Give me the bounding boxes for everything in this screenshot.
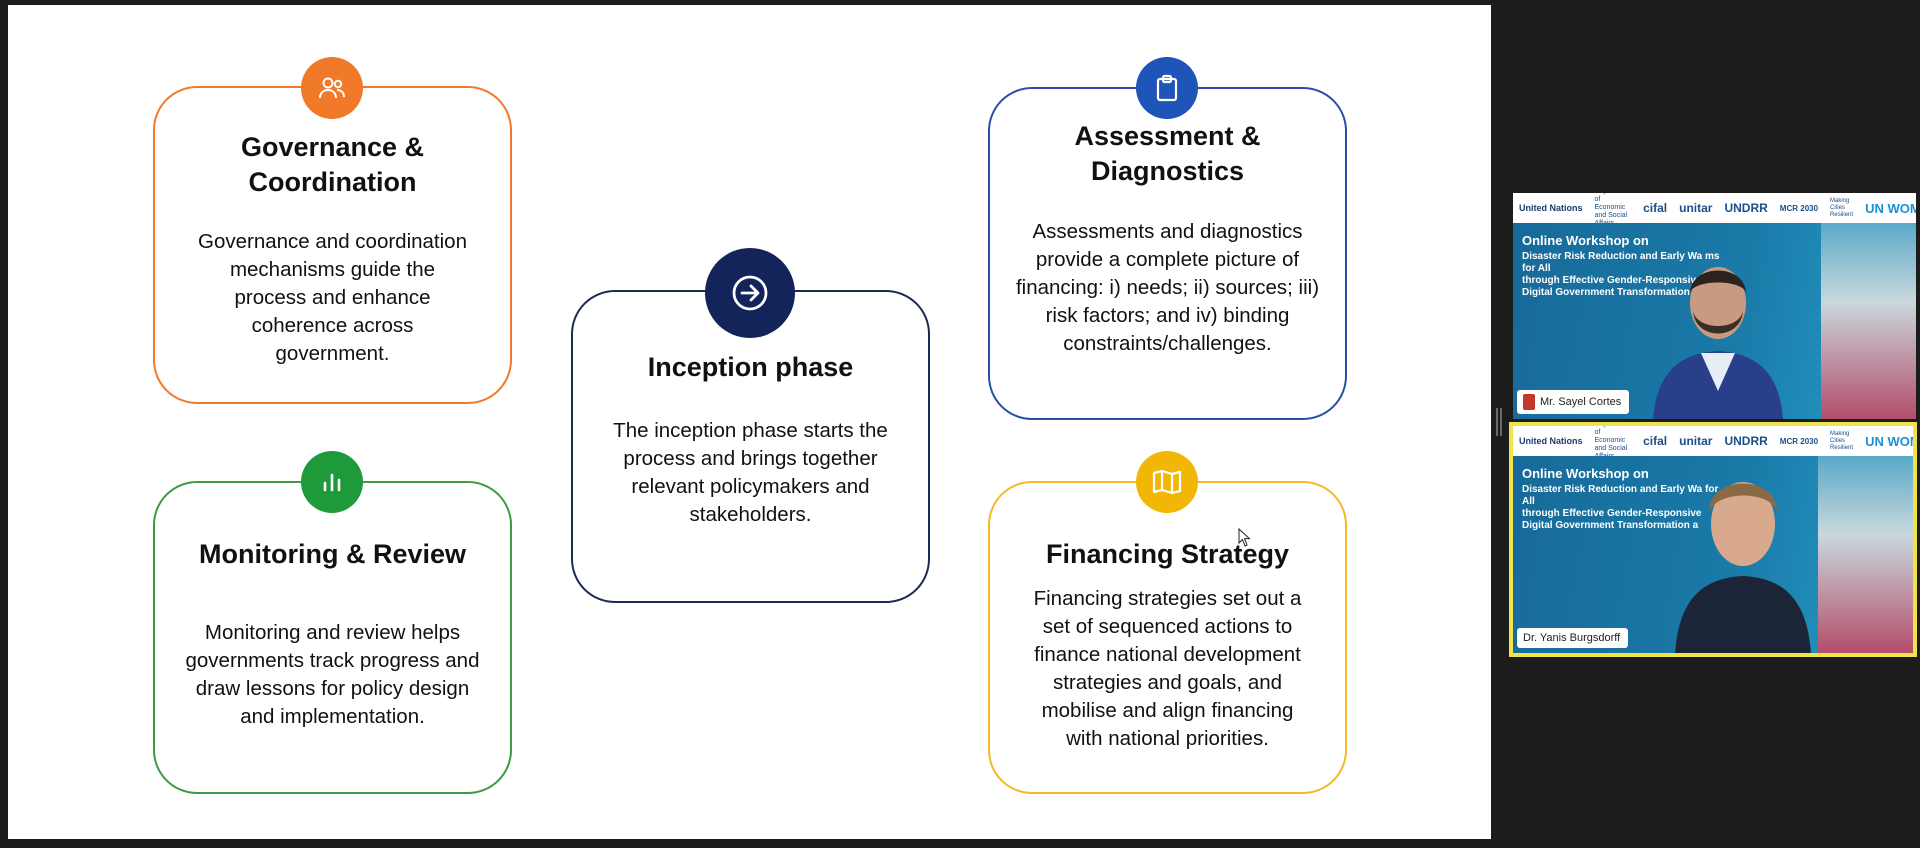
desc-line: Financing strategies set out a xyxy=(1033,587,1302,610)
title-line: Assessment & xyxy=(1074,121,1261,151)
card-governance-description: Governance and coordination mechanisms g… xyxy=(177,228,488,368)
desc-line: relevant policymakers and xyxy=(631,475,870,498)
workshop-subtitle: Disaster Risk Reduction and Early Wa ms … xyxy=(1522,251,1732,299)
banner-org: Making Cities Resilient xyxy=(1830,197,1854,218)
background-photo xyxy=(1818,456,1913,653)
inception-badge xyxy=(705,248,795,338)
banner-org: UN WOMEN xyxy=(1865,433,1913,449)
banner-org: UNDRR xyxy=(1724,434,1768,448)
desc-line: constraints/challenges. xyxy=(1063,332,1272,355)
map-icon xyxy=(1152,469,1182,495)
banner-org: unitar xyxy=(1679,201,1713,215)
card-financing-description: Financing strategies set out a set of se… xyxy=(1012,585,1323,753)
card-financing: Financing Strategy Financing strategies … xyxy=(988,481,1347,794)
card-assessment-title: Assessment & Diagnostics xyxy=(990,119,1345,189)
subtitle-line: Disaster Risk Reduction and Early Wa xyxy=(1522,484,1703,495)
sponsor-banner: United Nations Department of Economic an… xyxy=(1513,426,1913,460)
workshop-title: Online Workshop on xyxy=(1522,233,1649,248)
subtitle-line: ms for All xyxy=(1522,251,1720,274)
desc-line: draw lessons for policy design xyxy=(195,677,470,700)
governance-badge xyxy=(301,57,363,119)
video-tile-participant-2[interactable]: United Nations Department of Economic an… xyxy=(1509,422,1917,657)
desc-line: finance national development xyxy=(1034,643,1301,666)
desc-line: provide a complete picture of xyxy=(1035,248,1300,271)
desc-line: process and enhance xyxy=(234,286,431,309)
arrow-right-circle-icon xyxy=(732,275,768,311)
desc-line: The inception phase starts the xyxy=(613,419,888,442)
subtitle-line: Digital Government Transformation a xyxy=(1522,520,1699,531)
participant-name: Mr. Sayel Cortes xyxy=(1540,396,1622,408)
subtitle-line: through Effective Gender-Responsive xyxy=(1522,508,1702,519)
banner-org: United Nations xyxy=(1519,203,1583,213)
subtitle-line: for All xyxy=(1522,484,1719,507)
banner-org: UNDRR xyxy=(1724,201,1768,215)
desc-line: governments track progress and xyxy=(185,649,480,672)
card-financing-title: Financing Strategy xyxy=(1045,539,1290,569)
desc-line: process and brings together xyxy=(623,447,878,470)
banner-org: unitar xyxy=(1679,434,1713,448)
participant-nametag: Mr. Sayel Cortes xyxy=(1517,390,1630,414)
banner-org: cifal xyxy=(1643,434,1668,448)
desc-line: coherence across xyxy=(251,314,414,337)
title-line: Diagnostics xyxy=(1090,156,1245,186)
title-line: Coordination xyxy=(248,167,417,197)
title-line: Governance & xyxy=(240,132,425,162)
banner-org: Making Cities Resilient xyxy=(1830,430,1854,451)
monitoring-badge xyxy=(301,451,363,513)
desc-line: risk factors; and iv) binding xyxy=(1045,304,1290,327)
subtitle-line: Disaster Risk Reduction and Early Wa xyxy=(1522,251,1703,262)
desc-line: Assessments and diagnostics xyxy=(1032,220,1303,243)
mouse-cursor-icon xyxy=(1238,528,1251,547)
workshop-subtitle: Disaster Risk Reduction and Early Wa for… xyxy=(1522,484,1732,532)
desc-line: strategies and goals, and xyxy=(1052,671,1283,694)
subtitle-line: Digital Government Transformation a xyxy=(1522,287,1699,298)
desc-line: and implementation. xyxy=(240,705,425,728)
participant-video-icon xyxy=(1653,267,1783,419)
desc-line: set of sequenced actions to xyxy=(1042,615,1293,638)
video-tile-participant-1[interactable]: United Nations Department of Economic an… xyxy=(1513,193,1916,419)
bar-chart-icon xyxy=(323,473,341,492)
card-assessment-description: Assessments and diagnostics provide a co… xyxy=(1000,218,1335,358)
mic-muted-icon xyxy=(1523,394,1535,410)
banner-org: cifal xyxy=(1643,201,1668,215)
card-assessment: Assessment & Diagnostics Assessments and… xyxy=(988,87,1347,420)
card-inception-description: The inception phase starts the process a… xyxy=(595,417,906,529)
desc-line: financing: i) needs; ii) sources; iii) xyxy=(1015,276,1320,299)
card-governance: Governance & Coordination Governance and… xyxy=(153,86,512,404)
card-monitoring: Monitoring & Review Monitoring and revie… xyxy=(153,481,512,794)
banner-org: UN WOMEN xyxy=(1865,200,1916,216)
desc-line: government. xyxy=(275,342,390,365)
workshop-title: Online Workshop on xyxy=(1522,466,1649,481)
panel-resize-handle[interactable] xyxy=(1496,408,1502,436)
card-monitoring-description: Monitoring and review helps governments … xyxy=(177,619,488,731)
desc-line: Monitoring and review helps xyxy=(204,621,461,644)
assessment-badge xyxy=(1136,57,1198,119)
desc-line: stakeholders. xyxy=(689,503,812,526)
presentation-slide: Governance & Coordination Governance and… xyxy=(8,5,1491,839)
subtitle-line: through Effective Gender-Responsive xyxy=(1522,275,1702,286)
card-governance-title: Governance & Coordination xyxy=(155,130,510,200)
card-monitoring-title: Monitoring & Review xyxy=(198,539,466,569)
desc-line: mobilise and align financing xyxy=(1041,699,1294,722)
people-icon xyxy=(319,77,345,99)
card-inception-title: Inception phase xyxy=(647,352,854,382)
desc-line: mechanisms guide the xyxy=(229,258,436,281)
financing-badge xyxy=(1136,451,1198,513)
sponsor-banner: United Nations Department of Economic an… xyxy=(1513,193,1916,227)
banner-org: United Nations xyxy=(1519,436,1583,446)
banner-org: MCR 2030 xyxy=(1779,203,1819,213)
desc-line: with national priorities. xyxy=(1066,727,1269,750)
clipboard-icon xyxy=(1156,74,1178,102)
desc-line: Governance and coordination xyxy=(198,230,467,253)
card-inception: Inception phase The inception phase star… xyxy=(571,290,930,603)
participant-nametag: Dr. Yanis Burgsdorff xyxy=(1517,628,1629,648)
participant-name: Dr. Yanis Burgsdorff xyxy=(1523,632,1621,644)
participant-video-icon xyxy=(1675,482,1811,653)
banner-org: MCR 2030 xyxy=(1779,436,1819,446)
background-photo xyxy=(1821,223,1916,419)
